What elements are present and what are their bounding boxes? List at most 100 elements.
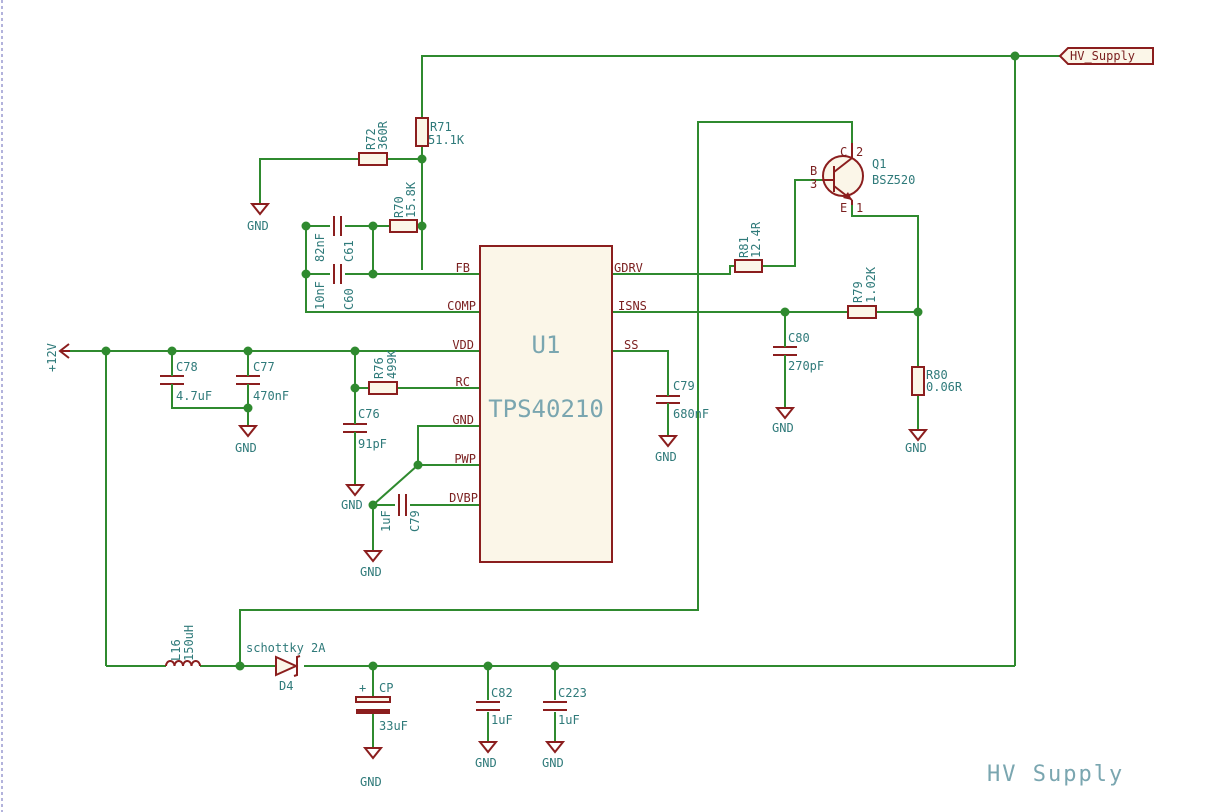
svg-text:GND: GND bbox=[475, 756, 497, 770]
r72-value: 360R bbox=[376, 120, 390, 150]
resistor-r80[interactable]: R80 0.06R bbox=[911, 366, 963, 396]
power-plus12v[interactable]: +12V bbox=[45, 343, 70, 372]
c76-ref: C76 bbox=[358, 407, 380, 421]
svg-text:GND: GND bbox=[542, 756, 564, 770]
ic-u1[interactable]: U1 TPS40210 FB COMP VDD RC GND PWP DVBP … bbox=[447, 245, 647, 563]
gnd-cp: GND bbox=[360, 747, 384, 789]
q1-ref: Q1 bbox=[872, 157, 886, 171]
r79-ref: R79 bbox=[851, 281, 865, 303]
c223-value: 1uF bbox=[558, 713, 580, 727]
capacitor-c76[interactable]: C76 91pF bbox=[343, 407, 387, 451]
capacitor-cp[interactable]: + CP 33uF bbox=[355, 681, 408, 733]
r81-ref: R81 bbox=[737, 236, 751, 258]
q1-pin-c: C bbox=[840, 145, 847, 159]
c78-value: 4.7uF bbox=[176, 389, 212, 403]
c76-value: 91pF bbox=[358, 437, 387, 451]
hierarchical-label-hv-supply[interactable]: HV_Supply bbox=[1058, 47, 1154, 65]
c79a-ref: C79 bbox=[408, 510, 422, 532]
resistor-r70[interactable]: R70 15.8K bbox=[389, 181, 418, 233]
capacitor-c80[interactable]: C80 270pF bbox=[773, 331, 824, 373]
q1-pin-b: B bbox=[810, 164, 817, 178]
c80-ref: C80 bbox=[788, 331, 810, 345]
capacitor-c77[interactable]: C77 470nF bbox=[236, 360, 289, 403]
cp-value: 33uF bbox=[379, 719, 408, 733]
resistor-r81[interactable]: R81 12.4R bbox=[734, 221, 763, 273]
cp-ref: CP bbox=[379, 681, 393, 695]
q1-pin-e: E bbox=[840, 201, 847, 215]
pin-pwp: PWP bbox=[454, 452, 476, 466]
d4-value: schottky 2A bbox=[246, 641, 326, 655]
ground-symbols: GND GND GND GND GND GND GND GND bbox=[235, 203, 929, 789]
r80-value: 0.06R bbox=[926, 380, 963, 394]
c80-value: 270pF bbox=[788, 359, 824, 373]
diode-d4[interactable]: schottky 2A D4 bbox=[246, 641, 326, 693]
gnd-c77: GND bbox=[235, 422, 259, 455]
gnd-r80: GND bbox=[905, 429, 929, 455]
resistor-r79[interactable]: R79 1.02K bbox=[847, 266, 878, 319]
q1-pin-1: 1 bbox=[856, 201, 863, 215]
hv-supply-label: HV_Supply bbox=[1070, 49, 1135, 63]
pin-ss: SS bbox=[624, 338, 638, 352]
gnd-c80: GND bbox=[772, 407, 796, 435]
resistor-r71[interactable]: R71 51.1K bbox=[415, 117, 465, 147]
svg-text:GND: GND bbox=[360, 775, 382, 789]
r76-value: 499K bbox=[385, 349, 399, 379]
resistor-r72[interactable]: R72 360R bbox=[358, 120, 390, 166]
r71-ref: R71 bbox=[430, 120, 452, 134]
q1-pin-3: 3 bbox=[810, 177, 817, 191]
gnd-r72: GND bbox=[247, 203, 271, 233]
sheet-title: HV Supply bbox=[987, 762, 1124, 787]
resistor-r76[interactable]: R76 499K bbox=[368, 349, 399, 395]
pin-rc: RC bbox=[456, 375, 470, 389]
pin-isns: ISNS bbox=[618, 299, 647, 313]
pin-vdd: VDD bbox=[452, 338, 474, 352]
ic-value: TPS40210 bbox=[488, 395, 604, 423]
cp-polarity: + bbox=[359, 681, 366, 695]
pin-fb: FB bbox=[456, 261, 470, 275]
d4-ref: D4 bbox=[279, 679, 293, 693]
q1-value: BSZ520 bbox=[872, 173, 915, 187]
r81-value: 12.4R bbox=[749, 221, 763, 258]
c77-value: 470nF bbox=[253, 389, 289, 403]
c82-ref: C82 bbox=[491, 686, 513, 700]
q1-pin-2: 2 bbox=[856, 145, 863, 159]
capacitor-c61[interactable]: C61 82nF bbox=[313, 216, 356, 262]
c60-value: 10nF bbox=[313, 281, 327, 310]
c79b-value: 680nF bbox=[673, 407, 709, 421]
svg-text:GND: GND bbox=[360, 565, 382, 579]
c77-ref: C77 bbox=[253, 360, 275, 374]
c61-value: 82nF bbox=[313, 233, 327, 262]
c61-ref: C61 bbox=[342, 240, 356, 262]
gnd-c79-ss: GND bbox=[655, 435, 679, 464]
gnd-c223: GND bbox=[542, 741, 566, 770]
c79b-ref: C79 bbox=[673, 379, 695, 393]
pin-comp: COMP bbox=[447, 299, 476, 313]
plus12v-label: +12V bbox=[45, 343, 59, 372]
transistor-q1[interactable]: Q1 BSZ520 B 3 C 2 E 1 bbox=[810, 143, 915, 215]
gnd-dvbp: GND bbox=[360, 550, 384, 579]
r79-value: 1.02K bbox=[864, 266, 878, 303]
capacitor-c82[interactable]: C82 1uF bbox=[476, 686, 513, 727]
ic-ref: U1 bbox=[532, 331, 561, 359]
capacitor-c223[interactable]: C223 1uF bbox=[543, 686, 587, 727]
svg-text:GND: GND bbox=[905, 441, 927, 455]
gnd-c82: GND bbox=[475, 741, 499, 770]
pin-dvbp: DVBP bbox=[449, 491, 478, 505]
l16-value: 150uH bbox=[182, 625, 196, 661]
ic-u1-body bbox=[479, 245, 613, 563]
l16-ref: L16 bbox=[169, 639, 183, 661]
capacitor-c79-ss[interactable]: C79 680nF bbox=[656, 379, 709, 421]
capacitor-c60[interactable]: C60 10nF bbox=[313, 264, 356, 310]
pin-gdrv: GDRV bbox=[614, 261, 643, 275]
junctions bbox=[101, 51, 1020, 671]
r71-value: 51.1K bbox=[428, 133, 465, 147]
capacitor-c79-dvbp[interactable]: C79 1uF bbox=[379, 494, 422, 532]
wires bbox=[70, 55, 1060, 748]
inductor-l16[interactable]: L16 150uH bbox=[165, 625, 201, 667]
gnd-c76: GND bbox=[341, 484, 366, 512]
r70-value: 15.8K bbox=[404, 181, 418, 218]
capacitor-c78[interactable]: C78 4.7uF bbox=[160, 360, 212, 403]
svg-text:GND: GND bbox=[247, 219, 269, 233]
r70-ref: R70 bbox=[392, 196, 406, 218]
